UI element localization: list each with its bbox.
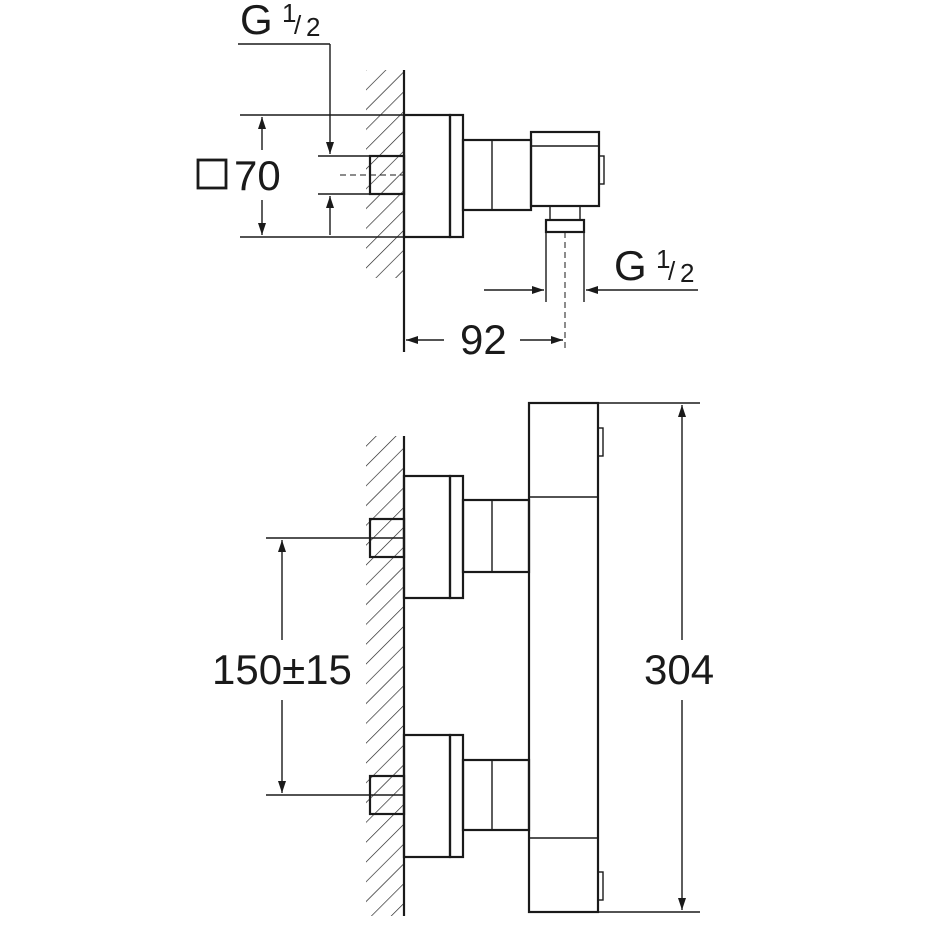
wall-flange-lower [402,733,452,859]
thread-top-num: 1 [282,0,296,28]
wall-flange-cap-top [448,113,465,239]
label-depth: 92 [460,316,507,363]
knob-upper [597,427,604,457]
thread-right-slash: / [668,256,676,286]
knob-lower [597,871,604,901]
valve-knob-top [598,155,605,185]
outlet-nut [544,218,586,234]
top-view [196,43,698,352]
thread-top-den: 2 [306,12,320,42]
front-view [266,401,700,916]
wall-hatch-top [366,70,404,278]
outlet-neck [549,205,581,221]
thermostat-body [527,401,600,914]
thread-right-num: 1 [656,244,670,274]
valve-body-top [529,130,601,208]
wall-flange-upper [402,474,452,600]
connector-lower [461,758,531,832]
label-spacing: 150±15 [212,646,352,693]
label-thread-top: G 1 / 2 [240,0,320,43]
wall-flange-lower-cap [448,733,465,859]
thread-right-base: G [614,242,647,289]
thread-top-base: G [240,0,273,43]
label-square-size: 70 [234,152,281,199]
thread-right-den: 2 [680,258,694,288]
wall-hatch-front [366,436,404,916]
connector-top [461,138,533,212]
wall-flange-upper-cap [448,474,465,600]
thread-top-slash: / [294,10,302,40]
square-symbol-icon [196,158,228,190]
wall-flange-top [402,113,452,239]
label-height: 304 [644,646,714,693]
connector-upper [461,498,531,574]
label-thread-right: G 1 / 2 [614,242,694,289]
